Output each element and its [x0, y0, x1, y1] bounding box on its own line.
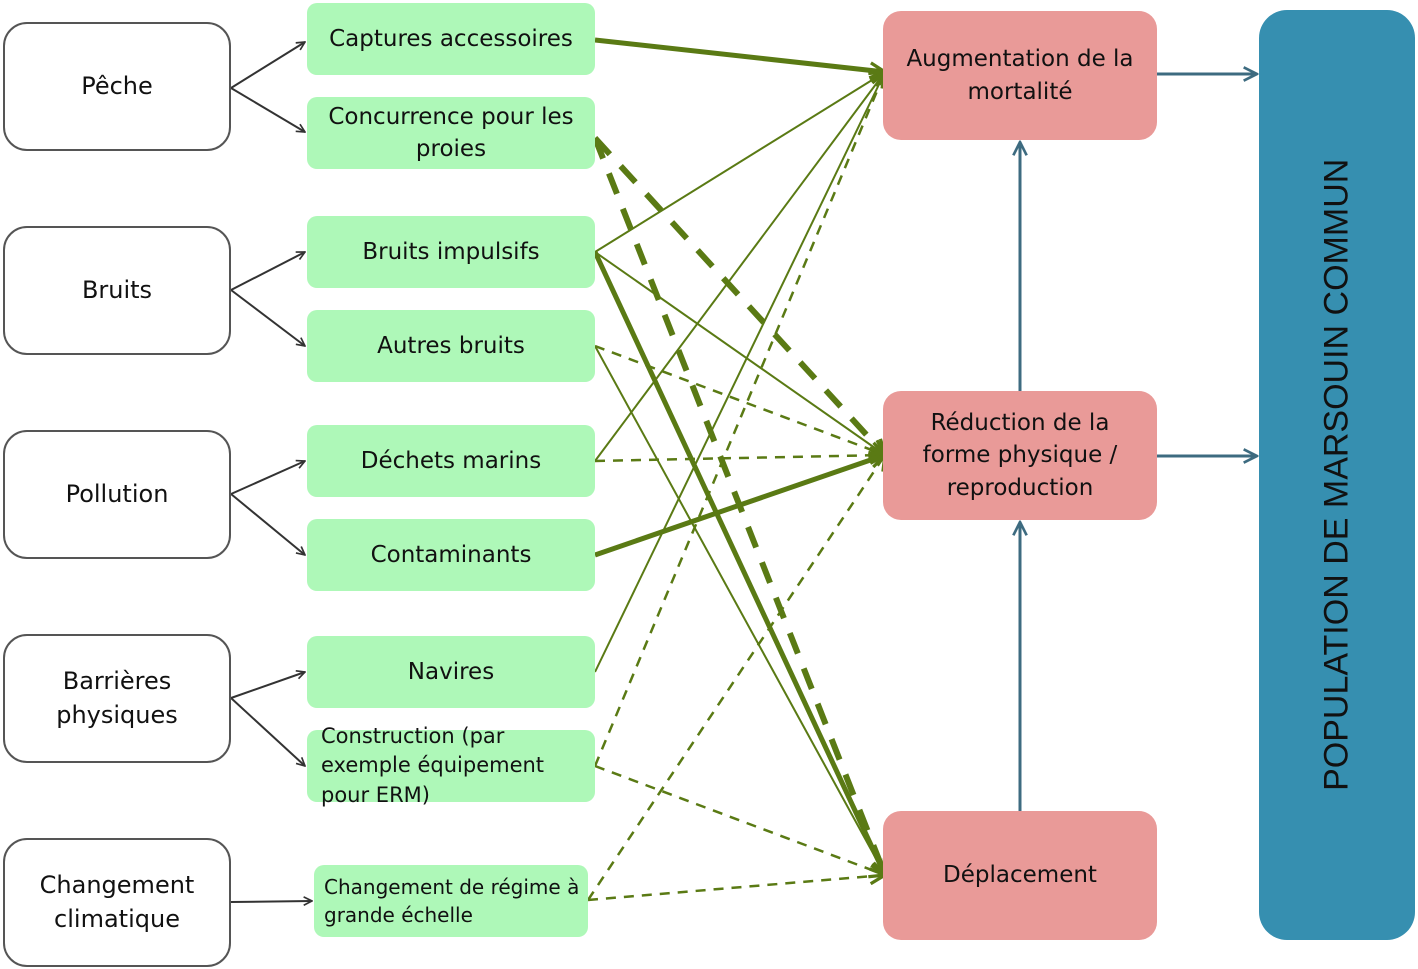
pressure-navires: Navires — [307, 636, 595, 708]
effect-label: Réduction de la forme physique / reprodu… — [922, 410, 1118, 501]
pressure-label: Déchets marins — [360, 447, 542, 474]
source-peche: Pêche — [3, 22, 231, 151]
source-arrow — [230, 493, 305, 555]
source-arrow — [230, 87, 305, 132]
pressure-dechets: Déchets marins — [307, 425, 595, 497]
pressure-captures: Captures accessoires — [307, 3, 595, 75]
impact-arrow-dashed — [594, 764, 885, 875]
population-label: POPULATION DE MARSOUIN COMMUN — [1317, 158, 1356, 792]
pressure-label: Construction (par exemple équipement pou… — [321, 723, 545, 807]
impact-arrow-solid — [594, 72, 885, 462]
effect-label: Augmentation de la mortalité — [906, 46, 1134, 105]
population-box: POPULATION DE MARSOUIN COMMUN — [1259, 10, 1415, 940]
impact-arrow-dashed — [593, 72, 885, 767]
impact-arrow-dashed — [594, 344, 885, 455]
source-label: Bruits — [81, 275, 153, 304]
impact-arrow-solid — [594, 251, 885, 455]
pressure-label: Autres bruits — [377, 332, 525, 359]
pressure-label: Bruits impulsifs — [362, 238, 540, 265]
pressure-regime: Changement de régime à grande échelle — [314, 865, 588, 937]
impact-arrow-thick-solid — [592, 250, 888, 875]
pressure-autres: Autres bruits — [307, 310, 595, 382]
impact-arrow-solid — [594, 345, 885, 875]
pressure-contaminants: Contaminants — [307, 519, 595, 591]
pressure-concurrence: Concurrence pour les proies — [307, 97, 595, 169]
impact-arrow-dashed — [586, 455, 885, 901]
impact-arrow-thick-dashed — [592, 135, 885, 455]
source-arrow — [230, 901, 312, 902]
source-arrow — [230, 289, 305, 346]
impact-arrow-solid — [594, 72, 885, 673]
impact-arrow-dashed — [594, 455, 885, 461]
pressure-label: Navires — [407, 658, 495, 685]
impact-arrow-dashed — [587, 875, 885, 902]
source-arrow — [230, 672, 305, 699]
source-label: Changement climatique — [39, 870, 195, 933]
effect-label: Déplacement — [943, 862, 1097, 889]
pressure-construction: Construction (par exemple équipement pou… — [307, 724, 595, 807]
impact-arrow-solid — [594, 72, 885, 253]
pressure-label: Changement de régime à grande échelle — [324, 875, 580, 927]
effect-deplacement: Déplacement — [883, 811, 1157, 940]
pressure-label: Contaminants — [370, 541, 532, 568]
pressure-impulsifs: Bruits impulsifs — [307, 216, 595, 288]
source-arrow — [230, 461, 305, 495]
source-label: Pêche — [81, 71, 153, 100]
impact-arrow-thick-dashed — [592, 136, 885, 875]
source-label: Pollution — [65, 479, 169, 508]
impact-arrow-thick-solid — [594, 455, 885, 558]
source-arrow — [230, 697, 305, 766]
pressure-label: Captures accessoires — [329, 25, 573, 52]
effect-mortalite: Augmentation de la mortalité — [883, 11, 1157, 140]
source-pollution: Pollution — [3, 430, 231, 559]
pressure-label: Concurrence pour les proies — [328, 103, 574, 162]
source-barrieres: Barrières physiques — [3, 634, 231, 763]
source-bruits: Bruits — [3, 226, 231, 355]
source-climat: Changement climatique — [3, 838, 231, 967]
source-label: Barrières physiques — [56, 666, 178, 729]
effect-reduction: Réduction de la forme physique / reprodu… — [883, 391, 1157, 520]
impact-arrow-thick-solid — [594, 37, 885, 72]
source-arrow — [230, 42, 305, 89]
source-arrow — [230, 251, 305, 291]
